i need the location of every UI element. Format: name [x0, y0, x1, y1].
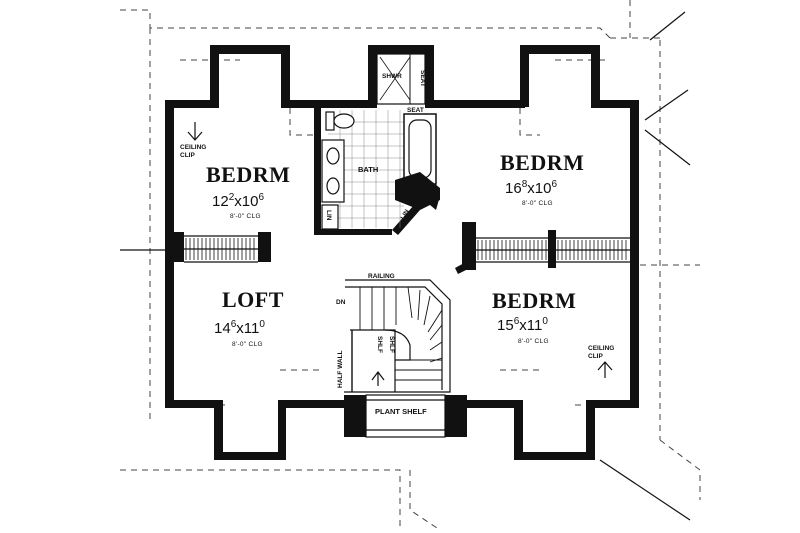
down-label: DN: [336, 299, 346, 306]
interior-walls: [174, 100, 630, 274]
bedroom-right-bottom-ceiling: 8'-0" CLG: [518, 338, 549, 345]
railing-label: RAILING: [368, 273, 395, 280]
bedroom-right-bottom-dimensions: 156x110: [497, 316, 548, 334]
loft-dimensions: 146x110: [214, 319, 265, 337]
ceiling-clip-right-line1: CEILING: [588, 345, 614, 352]
seat-label-tub: SEAT: [407, 107, 424, 114]
linen-right-label: LIN: [400, 208, 411, 221]
shower-label: SHWR: [382, 73, 402, 80]
bedroom-left-dimensions: 122x106: [212, 192, 264, 210]
shelf-label-1: SHLF: [376, 336, 383, 353]
ceiling-clip-markers: [187, 122, 613, 378]
bedroom-right-top-ceiling: 8'-0" CLG: [522, 200, 553, 207]
bedroom-right-top-dimensions: 168x106: [505, 179, 557, 197]
bedroom-left-name: BEDRM: [206, 162, 290, 187]
half-wall-label: HALF WALL: [337, 350, 344, 388]
bedroom-right-bottom-name: BEDRM: [492, 288, 576, 313]
ceiling-clip-right-line2: CLIP: [588, 353, 603, 360]
loft-name: LOFT: [222, 287, 284, 312]
bath-fixtures: [321, 53, 440, 230]
windows: [169, 47, 635, 458]
seat-label-top: SEAT: [419, 70, 426, 87]
linen-left-label: LIN: [325, 210, 332, 221]
staircase: [344, 279, 451, 438]
plant-shelf-label: PLANT SHELF: [375, 407, 427, 416]
shelf-label-2: SHLF: [388, 336, 395, 353]
bedroom-right-top-name: BEDRM: [500, 150, 584, 175]
closet-hatching: [184, 238, 630, 260]
bedroom-left-ceiling: 8'-0" CLG: [230, 213, 261, 220]
bath-label: BATH: [358, 165, 378, 174]
ceiling-clip-left-line2: CLIP: [180, 152, 195, 159]
ceiling-clip-left-line1: CEILING: [180, 144, 206, 151]
loft-ceiling: 8'-0" CLG: [232, 341, 263, 348]
